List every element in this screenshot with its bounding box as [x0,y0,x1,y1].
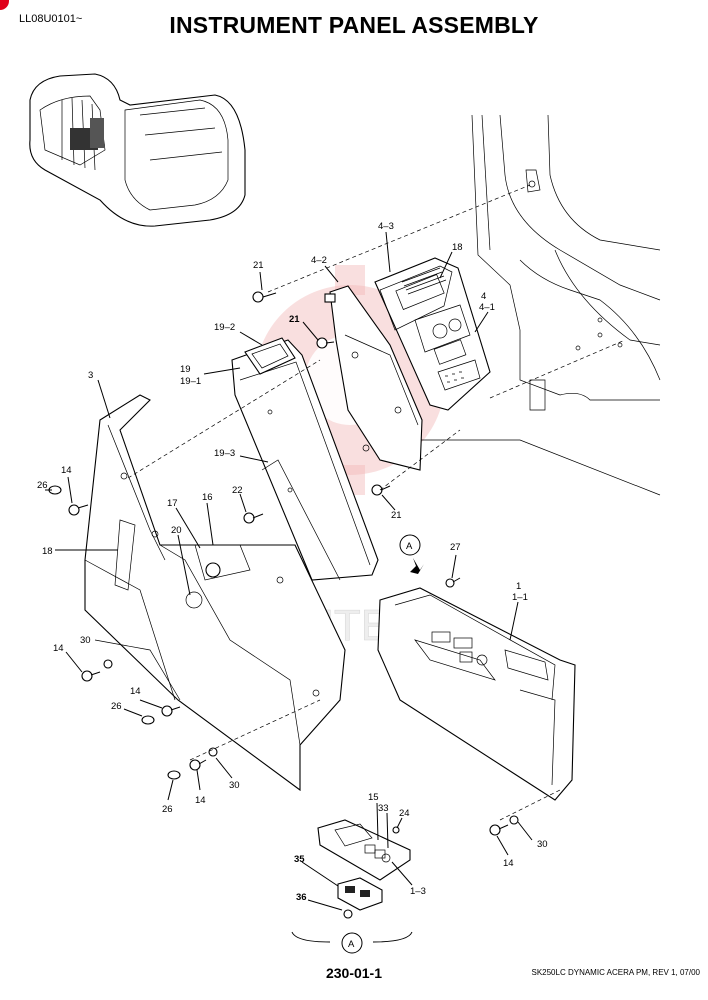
callout-label: 14 [195,795,206,806]
screw-icon [189,759,207,771]
corner-tab [0,0,9,10]
callout-label: 21 [391,510,402,521]
callout-label: 16 [202,492,213,503]
leader-lines [45,184,626,943]
callout-labels: 4–3 18 4–2 21 4 4–1 19–2 21 19 19–1 3 19… [37,221,548,950]
callout-label: 15 [368,792,379,803]
cap-icon [141,715,155,725]
right-console-part-1 [377,587,576,801]
callout-label: 26 [37,480,48,491]
callout-label: 1 [516,581,521,592]
switch-part-35 [337,877,383,911]
callout-label: 26 [111,701,122,712]
left-side-panel-part-3 [84,394,346,792]
callout-label: 27 [450,542,461,553]
cab-locator-thumbnail [29,73,246,227]
monitor-panel-part-4 [374,257,491,411]
callout-label: 18 [452,242,463,253]
washer-icon [103,659,113,669]
washer-icon [208,747,218,757]
callout-label: 1–1 [512,592,528,603]
callout-label: 4 [481,291,486,302]
screw-icon [252,291,277,303]
callout-label: 1–3 [410,886,426,897]
screw-icon [489,824,509,836]
screw-icon [68,504,89,516]
callout-label: 33 [378,803,389,814]
screw-icon [161,705,181,717]
view-a-arrow-icon [399,534,424,574]
footer-note: SK250LC DYNAMIC ACERA PM, REV 1, 07/00 [531,968,700,977]
callout-label: 30 [537,839,548,850]
cap-icon [167,770,181,780]
callout-label: 36 [296,892,307,903]
fasteners [48,291,519,919]
cab-frame-outline [420,114,661,496]
page-title: INSTRUMENT PANEL ASSEMBLY [169,12,539,38]
view-a-bottom-icon [341,932,363,954]
callout-label: 21 [253,260,264,271]
callout-label: 24 [399,808,410,819]
column-cover-part-19 [231,337,379,581]
callout-label: A [348,939,355,950]
callout-label: 22 [232,485,243,496]
callout-label: 19 [180,364,191,375]
callout-label: 30 [229,780,240,791]
screw-icon [343,909,353,919]
callout-label: 26 [162,804,173,815]
screw-icon [243,512,264,524]
screw-icon [81,670,101,682]
callout-label: 14 [503,858,514,869]
callout-label: 19–3 [214,448,235,459]
callout-label: 3 [88,370,93,381]
switch-cover-part-1-3 [317,819,411,881]
callout-label: 35 [294,854,305,865]
callout-label: 14 [53,643,64,654]
callout-label: 19–2 [214,322,235,333]
callout-label: 4–1 [479,302,495,313]
callout-label: 4–2 [311,255,327,266]
screw-icon [392,826,400,834]
callout-label: 18 [42,546,53,557]
callout-label: 21 [289,314,300,325]
screw-icon [445,577,461,588]
washer-icon [509,815,519,825]
callout-label: A [406,541,413,552]
screw-icon [316,337,335,349]
model-code: LL08U0101~ [19,13,83,25]
callout-label: 19–1 [180,376,201,387]
callout-label: 30 [80,635,91,646]
callout-label: 4–3 [378,221,394,232]
callout-label: 17 [167,498,178,509]
callout-label: 20 [171,525,182,536]
page-number: 230-01-1 [325,965,383,981]
callout-label: 14 [61,465,72,476]
callout-label: 14 [130,686,141,697]
screw-icon [371,484,391,496]
bracket-part-4-2 [324,285,423,471]
